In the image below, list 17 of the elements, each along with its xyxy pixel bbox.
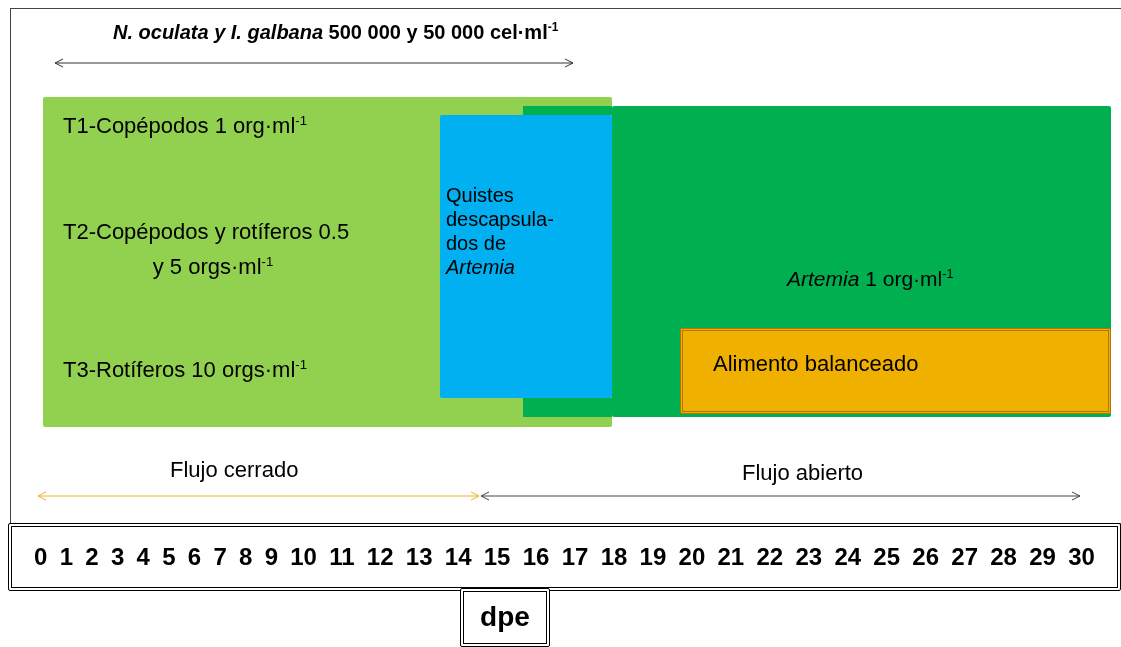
treatment-label: T2-Copépodos y rotíferos 0.5 y 5 orgs·ml$^{-1}$ (63, 218, 351, 282)
feed-panel (612, 106, 1111, 417)
treatment-label: T3-Rotíferos 10 orgs·ml$^{-1}$ (63, 357, 308, 384)
feed-label: Quistes descapsula- dos de Artemia (446, 183, 555, 279)
flow-label: Flujo cerrado (170, 457, 299, 484)
feed-box (680, 328, 1111, 414)
day-numbers: 0 1 2 3 4 5 6 7 8 9 10 11 12 13 14 15 16 17 18 19 20 21 22 23 24 25 26 27 28 29 30 (33, 543, 1096, 572)
axis-label: dpe (479, 600, 531, 634)
day-scale (8, 523, 1121, 591)
treatment-label: T1-Copépodos 1 org·ml$^{-1}$ (63, 113, 308, 140)
feed-label: Alimento balanceado (713, 351, 919, 378)
feed-label: Artemia 1 org·ml$^{-1}$ (787, 266, 954, 292)
flow-label: Flujo abierto (742, 460, 864, 487)
treatment-panel (43, 97, 612, 427)
feed-panel (440, 115, 612, 398)
dpe-box (460, 588, 550, 647)
title: N. oculata y I. galbana 500 000 y 50 000 cel·ml$^{-1}$ (113, 20, 559, 44)
